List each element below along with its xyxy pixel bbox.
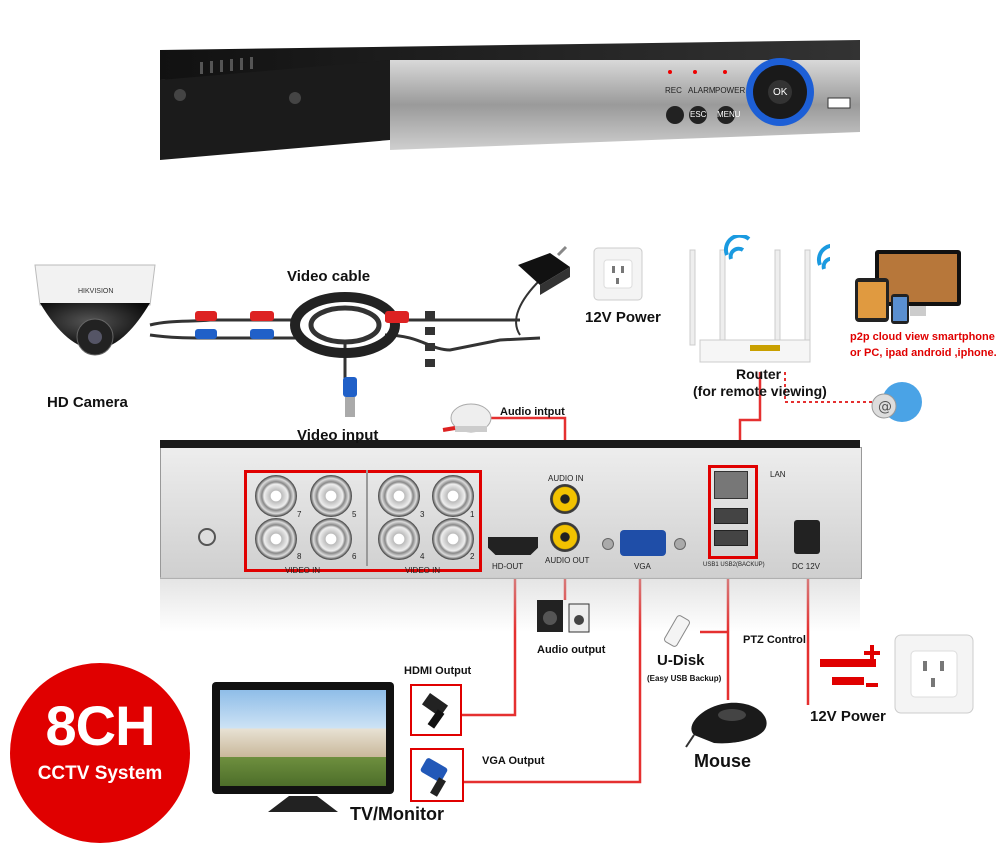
vga-screw-right bbox=[674, 538, 686, 550]
badge-subtitle: CCTV System bbox=[37, 763, 163, 784]
bnc-port-4[interactable] bbox=[378, 518, 420, 560]
rear-panel-reflection bbox=[160, 577, 860, 632]
front-ok-label: OK bbox=[773, 87, 788, 98]
video-in-label-left: VIDEO IN bbox=[285, 566, 321, 575]
speaker-icon bbox=[537, 600, 590, 633]
power-top-label: 12V Power bbox=[585, 309, 661, 326]
cloud-text-line2: or PC, ipad android ,iphone. bbox=[850, 347, 997, 359]
front-menu-label: MENU bbox=[717, 110, 741, 119]
cloud-text-line1: p2p cloud view smartphone bbox=[850, 331, 995, 343]
front-alarm-label: ALARM bbox=[688, 86, 716, 95]
wall-socket-bottom-icon bbox=[894, 634, 974, 714]
ground-screw-icon bbox=[198, 528, 216, 546]
ptz-control-label: PTZ Control bbox=[743, 634, 806, 646]
video-cable-coil-icon bbox=[290, 292, 400, 358]
channel-label-1: 1 bbox=[470, 510, 475, 519]
router-sub-label: (for remote viewing) bbox=[693, 383, 827, 399]
bnc-port-6[interactable] bbox=[310, 518, 352, 560]
hdmi-port[interactable] bbox=[488, 537, 538, 555]
u-disk-label: U-Disk bbox=[657, 652, 705, 669]
hdmi-cable-icon bbox=[421, 692, 449, 729]
bnc-port-7[interactable] bbox=[255, 475, 297, 517]
hd-camera-label: HD Camera bbox=[47, 394, 128, 411]
u-disk-sub-label: (Easy USB Backup) bbox=[647, 674, 722, 683]
rear-panel-top-edge bbox=[160, 440, 860, 448]
channel-label-2: 2 bbox=[470, 552, 475, 561]
power-adapter-icon bbox=[518, 245, 570, 295]
channel-label-5: 5 bbox=[352, 510, 357, 519]
monitor-screen bbox=[220, 690, 386, 786]
audio-out-port[interactable] bbox=[550, 522, 580, 552]
microphone-icon bbox=[442, 403, 492, 433]
usb-port-2[interactable] bbox=[714, 530, 748, 546]
usb-disk-icon bbox=[664, 615, 690, 647]
usb-label: USB1 USB2(BACKUP) bbox=[703, 562, 765, 568]
router-icon bbox=[689, 235, 830, 363]
vga-port[interactable] bbox=[620, 530, 666, 556]
channel-badge: 8CH CCTV System bbox=[10, 663, 190, 843]
badge-title: 8CH bbox=[45, 694, 155, 757]
vga-label: VGA bbox=[634, 562, 651, 571]
audio-input-label: Audio intput bbox=[500, 406, 565, 418]
bnc-port-8[interactable] bbox=[255, 518, 297, 560]
power-splitter-icon bbox=[385, 311, 435, 367]
front-rec-label: REC bbox=[665, 86, 682, 95]
vga-output-box bbox=[410, 748, 464, 802]
front-power-label: POWER bbox=[715, 86, 746, 95]
audio-in-port[interactable] bbox=[550, 484, 580, 514]
lan-port[interactable] bbox=[714, 471, 748, 499]
vga-output-label: VGA Output bbox=[482, 755, 545, 767]
router-label: Router bbox=[736, 366, 782, 382]
video-in-label-right: VIDEO IN bbox=[405, 566, 441, 575]
dc-power-port[interactable] bbox=[794, 520, 820, 554]
hdmi-output-box bbox=[410, 684, 462, 736]
audio-output-label: Audio output bbox=[537, 644, 606, 656]
bnc-port-2[interactable] bbox=[432, 518, 474, 560]
audio-in-port-label: AUDIO IN bbox=[548, 474, 584, 483]
tv-monitor-label: TV/Monitor bbox=[350, 804, 444, 824]
vga-screw-left bbox=[602, 538, 614, 550]
dvr-front-unit bbox=[160, 40, 860, 160]
hd-out-label: HD-OUT bbox=[492, 562, 524, 571]
video-in-highlight-box bbox=[244, 470, 482, 572]
channel-label-7: 7 bbox=[297, 510, 302, 519]
channel-label-8: 8 bbox=[297, 552, 302, 561]
dc-label: DC 12V bbox=[792, 562, 821, 571]
bnc-port-5[interactable] bbox=[310, 475, 352, 517]
video-in-divider bbox=[366, 470, 368, 566]
bnc-plug-icon bbox=[343, 377, 357, 417]
power-polarity-icon bbox=[820, 645, 880, 687]
channel-label-3: 3 bbox=[420, 510, 425, 519]
mouse-icon bbox=[685, 702, 767, 748]
video-input-label: Video input bbox=[297, 427, 379, 444]
wall-socket-top-icon bbox=[593, 247, 643, 301]
vga-cable-icon bbox=[420, 758, 448, 797]
bnc-port-1[interactable] bbox=[432, 475, 474, 517]
front-esc-label: ESC bbox=[690, 110, 707, 119]
power-bottom-label: 12V Power bbox=[810, 708, 886, 725]
smart-devices-icon bbox=[855, 250, 961, 324]
internet-globe-icon: @ bbox=[871, 382, 922, 422]
camera-connectors-icon bbox=[195, 311, 274, 339]
hdmi-output-label: HDMI Output bbox=[404, 665, 472, 677]
bnc-port-3[interactable] bbox=[378, 475, 420, 517]
usb-port-1[interactable] bbox=[714, 508, 748, 524]
svg-text:@: @ bbox=[878, 399, 892, 415]
lan-usb-highlight-box bbox=[708, 465, 758, 559]
channel-label-6: 6 bbox=[352, 552, 357, 561]
channel-label-4: 4 bbox=[420, 552, 425, 561]
mouse-label: Mouse bbox=[694, 751, 752, 771]
video-cable-label: Video cable bbox=[287, 268, 371, 285]
camera-brand-text: HIKVISION bbox=[78, 288, 114, 295]
tv-monitor-icon bbox=[212, 682, 394, 794]
dome-camera-icon bbox=[34, 264, 156, 356]
lan-label: LAN bbox=[770, 470, 786, 479]
audio-out-port-label: AUDIO OUT bbox=[545, 556, 590, 565]
monitor-stand bbox=[268, 796, 338, 812]
